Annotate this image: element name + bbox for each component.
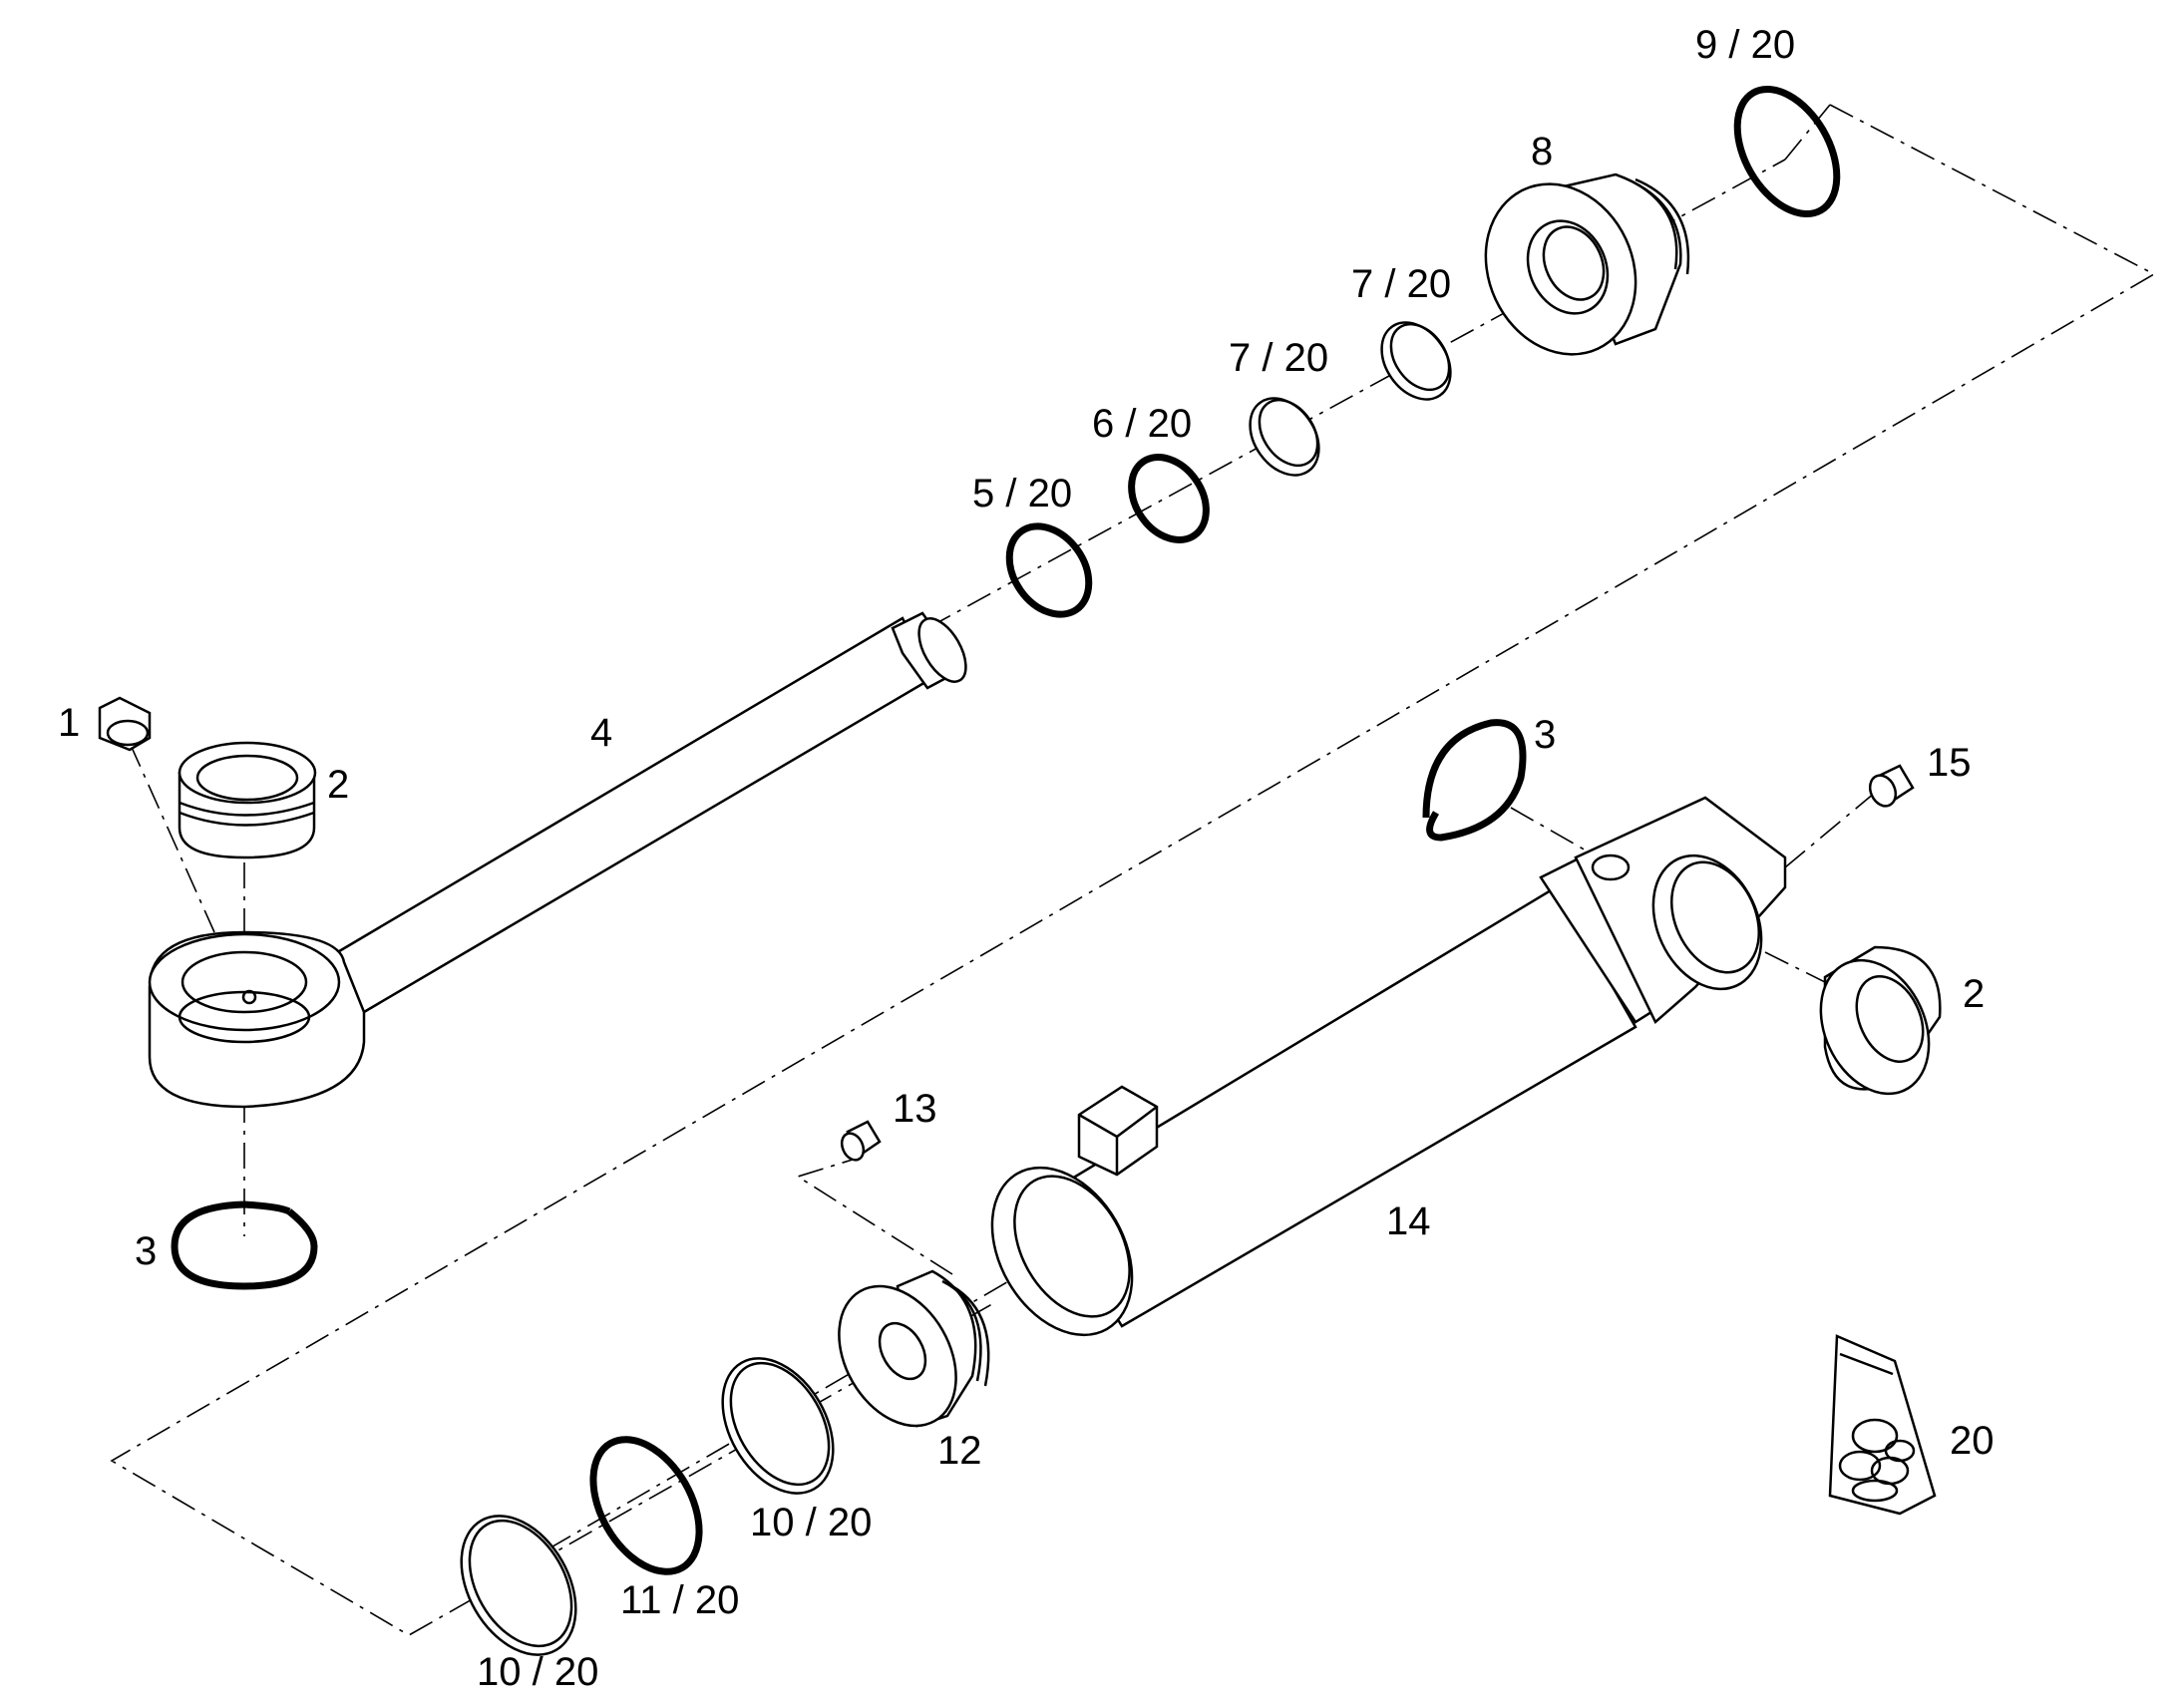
label-part-2-left: 2 <box>327 763 349 807</box>
circlip-part-3-left <box>171 1200 318 1290</box>
label-part-4: 4 <box>590 711 612 755</box>
label-part-12: 12 <box>937 1429 982 1473</box>
bushing-part-2-left <box>178 741 317 859</box>
cylinder-head-part-8 <box>1484 172 1690 356</box>
label-part-9: 9 / 20 <box>1695 23 1795 67</box>
seal-ring-part-6 <box>1128 454 1210 543</box>
plug-part-13 <box>840 1120 882 1162</box>
guide-ring-part-7a <box>1249 397 1320 477</box>
cylinder-barrel-part-14 <box>990 796 1787 1337</box>
label-part-14: 14 <box>1386 1199 1431 1243</box>
bushing-part-2-right <box>1819 945 1942 1096</box>
part-labels: 1 2 3 4 5 / 20 6 / 20 7 / 20 7 / 20 8 9 … <box>58 23 1995 1694</box>
seal-ring-part-5 <box>1005 522 1093 618</box>
cap-part-15 <box>1868 764 1915 808</box>
piston-part-12 <box>838 1269 990 1428</box>
label-part-3-left: 3 <box>135 1229 157 1273</box>
label-part-8: 8 <box>1531 130 1553 173</box>
label-part-13: 13 <box>893 1087 937 1131</box>
seal-ring-part-11 <box>589 1436 703 1575</box>
seal-kit-bag-part-20 <box>1828 1334 1937 1516</box>
grease-fitting-part-1 <box>98 696 152 752</box>
label-part-5: 5 / 20 <box>972 472 1072 515</box>
label-part-20: 20 <box>1950 1419 1995 1463</box>
circlip-part-3-right <box>1422 719 1527 842</box>
label-part-10a: 10 / 20 <box>750 1501 872 1544</box>
o-ring-part-9 <box>1733 85 1841 218</box>
label-part-7a: 7 / 20 <box>1229 336 1328 380</box>
piston-rod-part-4 <box>148 611 967 1109</box>
label-part-1: 1 <box>58 701 80 745</box>
label-part-2-right: 2 <box>1963 972 1985 1016</box>
guide-ring-part-7b <box>1380 321 1452 401</box>
guide-ring-part-10b <box>460 1515 577 1656</box>
guide-ring-part-10a <box>721 1357 835 1495</box>
label-part-11: 11 / 20 <box>620 1578 739 1622</box>
label-part-10b: 10 / 20 <box>477 1650 598 1694</box>
label-part-3-right: 3 <box>1534 713 1556 757</box>
label-part-15: 15 <box>1927 741 1972 785</box>
label-part-7b: 7 / 20 <box>1351 262 1451 306</box>
label-part-6: 6 / 20 <box>1092 402 1192 446</box>
